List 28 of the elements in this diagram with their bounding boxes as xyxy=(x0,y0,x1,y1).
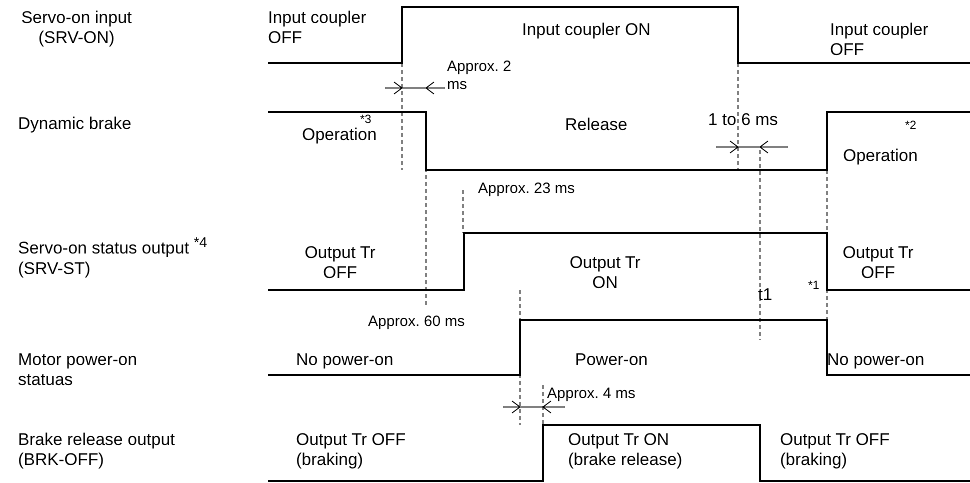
state-label: Release xyxy=(565,115,628,135)
state-label: Input coupler ON xyxy=(522,20,651,40)
signal-name: Motor power-on statuas xyxy=(18,350,138,390)
state-label: Operation xyxy=(302,125,377,145)
state-label: Power-on xyxy=(575,350,648,370)
footnote-mark: *1 xyxy=(808,278,820,292)
state-label: No power-on xyxy=(296,350,394,370)
state-label: Output Tr OFF (braking) xyxy=(296,430,407,470)
state-label: No power-on xyxy=(827,350,924,370)
signal-name: Dynamic brake xyxy=(18,114,132,134)
state-label: Operation xyxy=(843,146,918,166)
state-label: Input coupler OFF xyxy=(830,20,930,60)
state-label: Output Tr ON xyxy=(568,253,642,293)
state-label: Input coupler OFF xyxy=(268,8,368,48)
timing-label: Approx. 2 ms xyxy=(447,58,512,94)
signal-name: Servo-on input (SRV-ON) xyxy=(20,8,133,48)
state-label: Output Tr OFF (braking) xyxy=(780,430,891,470)
timing-label: 1 to 6 ms xyxy=(708,110,778,130)
state-label: Output Tr OFF xyxy=(842,243,914,283)
signal-name: Servo-on status output $^{*4}$ (SRV-ST) xyxy=(18,234,208,279)
timing-label: Approx. 60 ms xyxy=(368,313,465,331)
state-label: Output Tr ON (brake release) xyxy=(568,430,684,470)
footnote-mark: *3 xyxy=(360,112,372,126)
timing-label: Approx. 23 ms xyxy=(478,180,575,198)
signal-name: Brake release output (BRK-OFF) xyxy=(18,430,176,470)
footnote-mark: *2 xyxy=(905,118,916,132)
timing-label: Approx. 4 ms xyxy=(547,385,636,403)
state-label: Output Tr OFF xyxy=(304,243,376,283)
